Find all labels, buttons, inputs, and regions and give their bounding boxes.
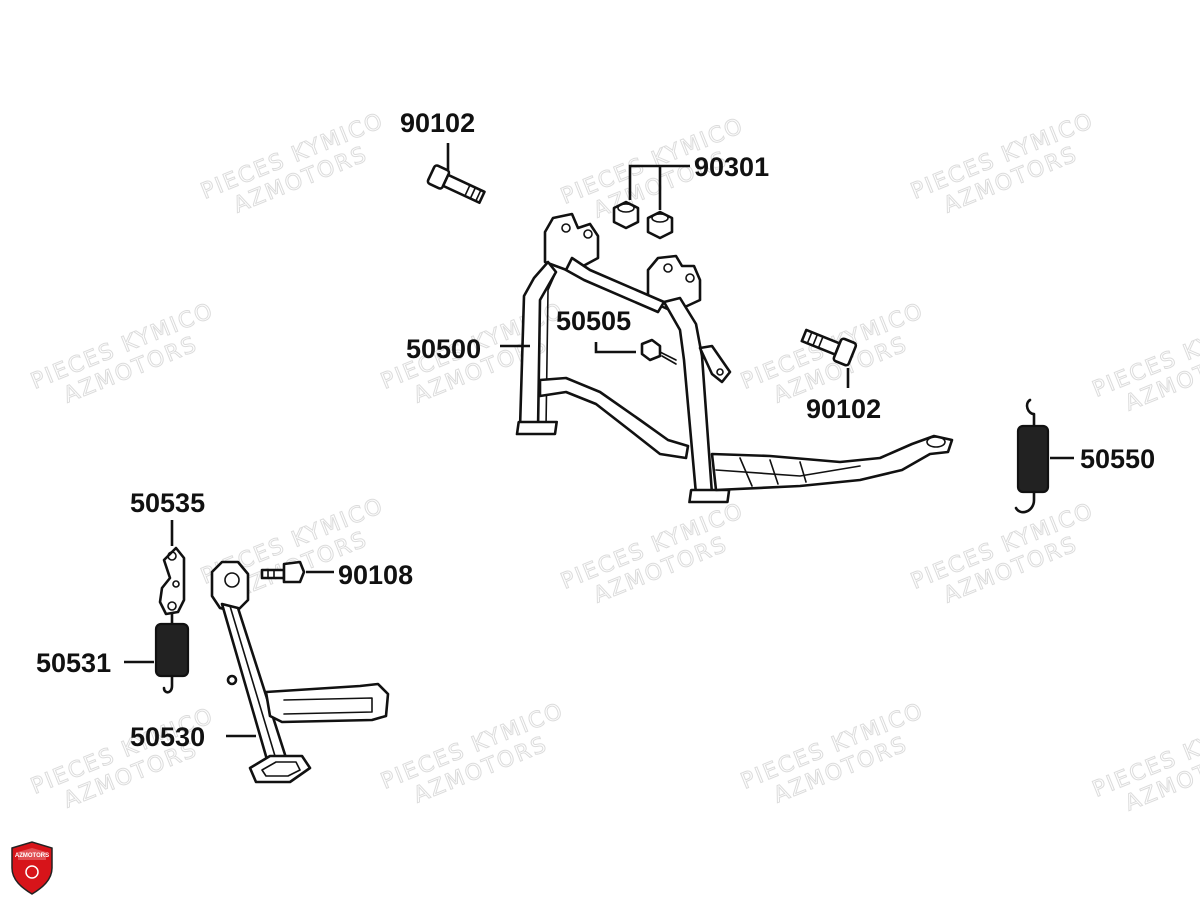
label-50550[interactable]: 50550 [1080,444,1155,474]
label-50531[interactable]: 50531 [36,648,111,678]
leader-50505 [594,342,636,354]
side-stand-50530[interactable] [210,560,390,784]
nut-90301-left[interactable] [612,200,640,230]
label-50505[interactable]: 50505 [556,306,631,336]
label-50530[interactable]: 50530 [130,722,205,752]
label-50500[interactable]: 50500 [406,334,481,364]
bolt-90102-top[interactable] [426,164,486,207]
leader-90301 [628,164,690,200]
label-90108[interactable]: 90108 [338,560,413,590]
main-stand-50500[interactable] [515,212,954,504]
bolt-90108[interactable] [260,560,306,584]
nut-90301-right[interactable] [646,210,674,240]
logo-text: AZMOTORS [15,853,49,859]
bolt-90102-right[interactable] [800,324,858,367]
link-plate-50535[interactable] [158,546,186,616]
azmotors-logo: AZMOTORS [11,841,53,895]
bushing-50505[interactable] [640,338,677,365]
label-50535[interactable]: 50535 [130,488,205,518]
spring-50550[interactable] [1014,398,1050,514]
spring-50531[interactable] [154,612,190,694]
label-90102-right[interactable]: 90102 [806,394,881,424]
label-90102-top[interactable]: 90102 [400,108,475,138]
label-90301[interactable]: 90301 [694,152,769,182]
